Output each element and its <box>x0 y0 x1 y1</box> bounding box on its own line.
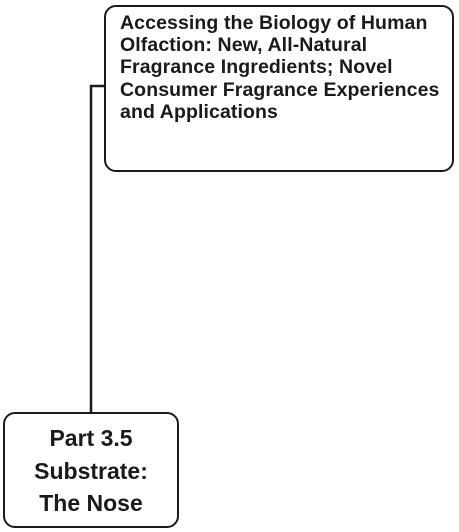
connector-path <box>89 84 104 412</box>
child-box: Part 3.5 Substrate: The Nose <box>3 412 179 528</box>
parent-box-text: Accessing the Biology of Human Olfaction… <box>120 12 440 123</box>
child-box-line-2: Substrate: <box>34 457 148 484</box>
child-box-line-3: The Nose <box>39 490 143 516</box>
child-box-line-1: Part 3.5 <box>49 425 133 451</box>
parent-box: Accessing the Biology of Human Olfaction… <box>104 5 454 172</box>
